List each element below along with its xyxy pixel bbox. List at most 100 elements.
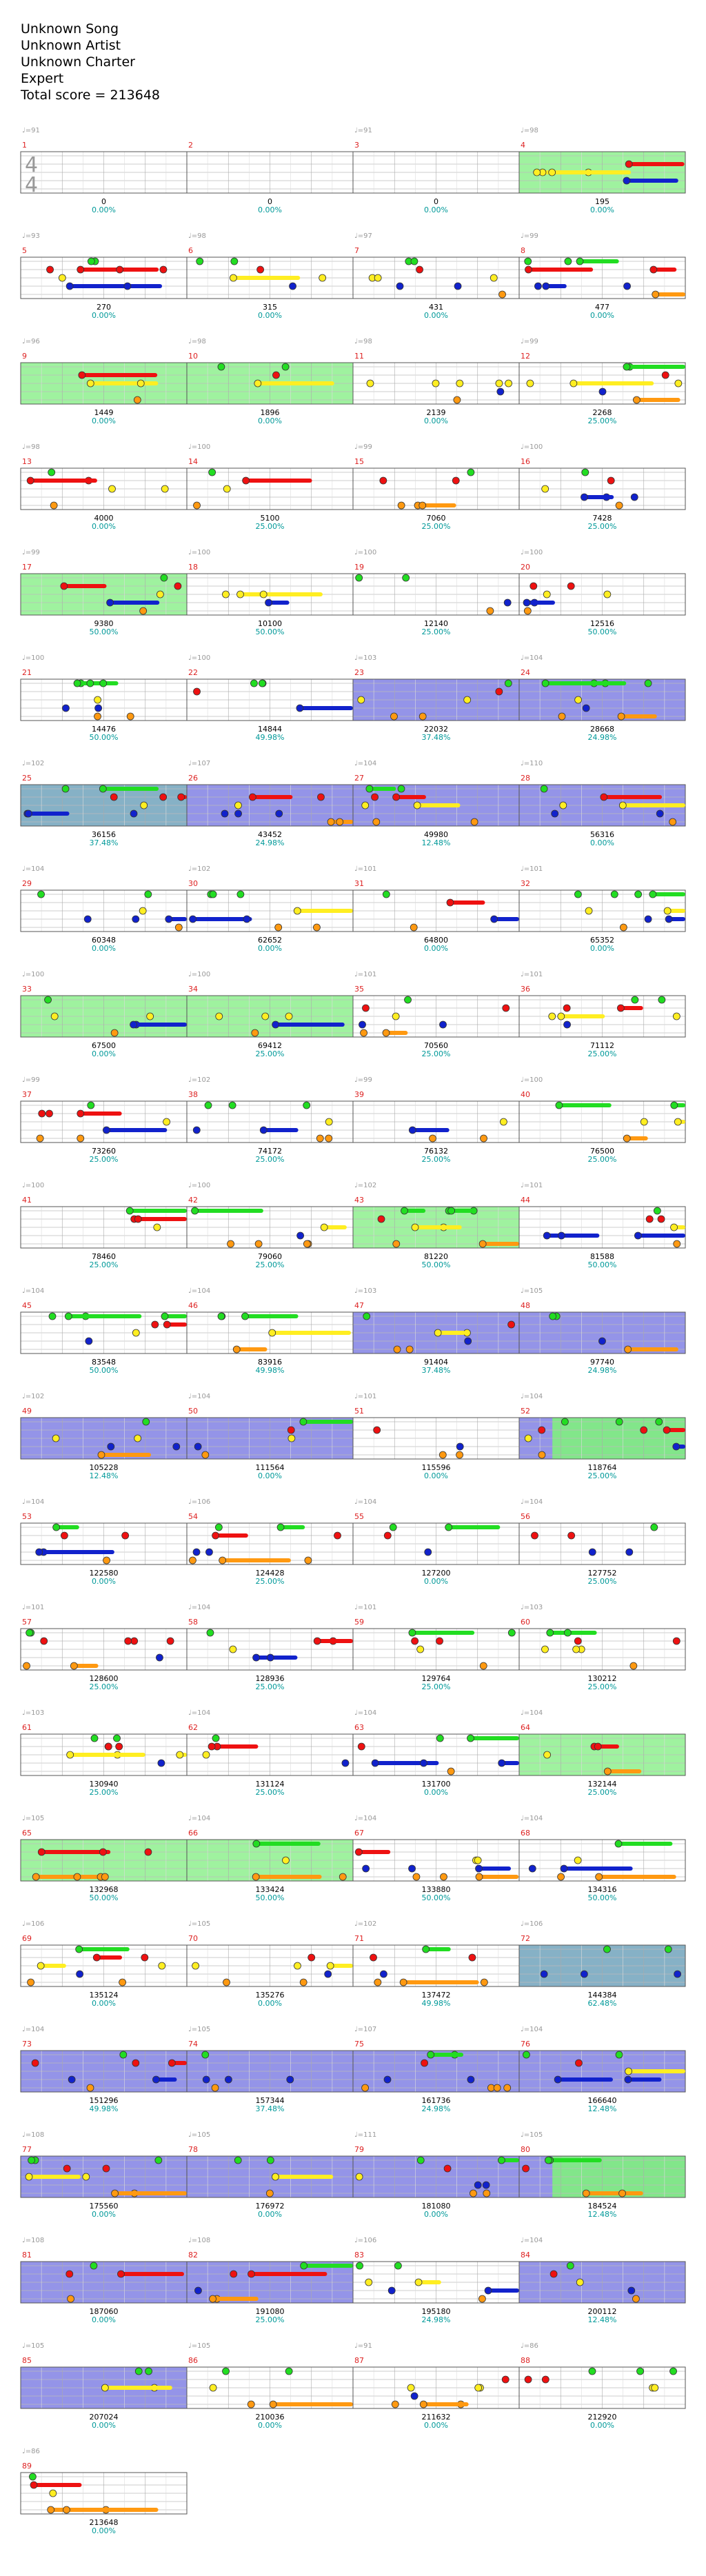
note-gem — [673, 1240, 681, 1248]
measure-percent: 37.48% — [90, 838, 119, 847]
tempo-marker: ♩=103 — [354, 654, 376, 662]
tempo-marker: ♩=100 — [521, 549, 543, 556]
note-gem — [482, 2181, 490, 2189]
note-gem — [557, 1012, 565, 1020]
measure-percent: 0.00% — [424, 944, 448, 953]
sustain-bar — [375, 1761, 439, 1765]
note-gem — [619, 923, 627, 932]
note-gem — [357, 1742, 365, 1751]
note-gem — [49, 2489, 57, 2497]
note-gem — [230, 274, 237, 282]
note-gem — [160, 574, 168, 582]
note-gem — [85, 1337, 93, 1345]
note-gem — [470, 2189, 477, 2197]
note-gem — [268, 1329, 276, 1337]
note-gem — [206, 1629, 214, 1637]
note-gem — [230, 257, 239, 265]
sustain-bar — [105, 2386, 172, 2390]
measure-percent: 25.00% — [422, 1049, 451, 1058]
note-gem — [533, 168, 541, 177]
note-gem — [86, 2084, 94, 2092]
measure-number: 30 — [188, 879, 198, 888]
measure-percent: 24.98% — [256, 838, 285, 847]
measure-score: 1896 — [261, 408, 280, 417]
sustain-bar — [103, 787, 159, 791]
measure-score: 49980 — [424, 830, 448, 839]
sustain-bar — [127, 284, 163, 288]
note-gem — [522, 2164, 530, 2173]
note-gem — [285, 1012, 293, 1020]
tempo-marker: ♩=104 — [188, 1604, 210, 1611]
note-gem — [588, 2367, 596, 2375]
measure-score: 0 — [434, 197, 438, 206]
measure-percent: 24.98% — [422, 2315, 451, 2324]
measure-number: 45 — [22, 1301, 32, 1310]
note-gem — [251, 1029, 259, 1037]
measure-number: 37 — [22, 1090, 32, 1099]
tempo-marker: ♩=106 — [188, 1498, 210, 1506]
note-gem — [252, 1653, 260, 1662]
measure-percent: 0.00% — [590, 2421, 614, 2430]
note-gem — [467, 2075, 475, 2084]
measure-percent: 25.00% — [256, 1682, 285, 1691]
note-gem — [640, 1426, 648, 1434]
note-gem — [543, 1231, 551, 1240]
note-gem — [670, 1101, 678, 1109]
note-gem — [498, 290, 506, 299]
note-gem — [219, 1556, 227, 1564]
measure-percent: 25.00% — [588, 522, 617, 531]
sustain-bar — [501, 1761, 519, 1765]
note-gem — [541, 2375, 549, 2384]
measure-percent: 37.48% — [422, 733, 451, 742]
note-gem — [365, 785, 374, 793]
note-gem — [24, 809, 32, 818]
note-gem — [193, 687, 201, 696]
note-gem — [139, 607, 148, 615]
measure-number: 58 — [188, 1618, 198, 1627]
note-gem — [504, 679, 512, 687]
tempo-marker: ♩=102 — [188, 865, 210, 873]
tempo-marker: ♩=105 — [188, 2131, 210, 2139]
sustain-bar — [222, 1558, 291, 1562]
note-gem — [282, 1856, 290, 1864]
sustain-bar — [212, 2297, 259, 2301]
measure-score: 43452 — [258, 830, 282, 839]
measure-score: 130940 — [90, 1780, 119, 1789]
measure-number: 81 — [22, 2251, 32, 2260]
measure-percent: 0.00% — [258, 416, 282, 425]
note-gem — [176, 1751, 184, 1759]
tempo-marker: ♩=99 — [22, 1076, 40, 1084]
note-gem — [26, 476, 34, 485]
note-gem — [615, 1418, 623, 1426]
measure-score: 5100 — [261, 514, 280, 523]
measure-score: 76500 — [590, 1147, 614, 1156]
measure-score: 22032 — [424, 725, 448, 734]
measure-percent: 0.00% — [258, 311, 282, 320]
note-gem — [615, 2051, 623, 2059]
note-gem — [242, 476, 250, 485]
measure-percent: 50.00% — [422, 1893, 451, 1902]
measure-score: 131700 — [422, 1780, 451, 1789]
tempo-marker: ♩=110 — [521, 760, 543, 767]
song-charter: Unknown Charter — [21, 54, 135, 70]
note-gem — [672, 1637, 680, 1645]
note-gem — [653, 1207, 661, 1215]
note-gem — [157, 1759, 165, 1767]
note-gem — [221, 809, 229, 818]
note-gem — [269, 2400, 277, 2408]
note-gem — [525, 265, 532, 274]
note-gem — [119, 1978, 126, 1986]
measure-percent: 0.00% — [92, 416, 116, 425]
note-gem — [252, 1873, 260, 1881]
note-gem — [48, 468, 56, 476]
note-gem — [361, 2084, 369, 2092]
note-gem — [411, 1223, 419, 1231]
measure-number: 84 — [521, 2251, 530, 2260]
sustain-bar — [281, 1525, 305, 1529]
sustain-bar — [168, 917, 187, 921]
tempo-marker: ♩=99 — [354, 443, 372, 451]
note-gem — [598, 1337, 606, 1345]
measure-score: 56316 — [590, 830, 614, 839]
measure-percent: 0.00% — [258, 1471, 282, 1480]
measure-percent: 0.00% — [258, 1999, 282, 2008]
